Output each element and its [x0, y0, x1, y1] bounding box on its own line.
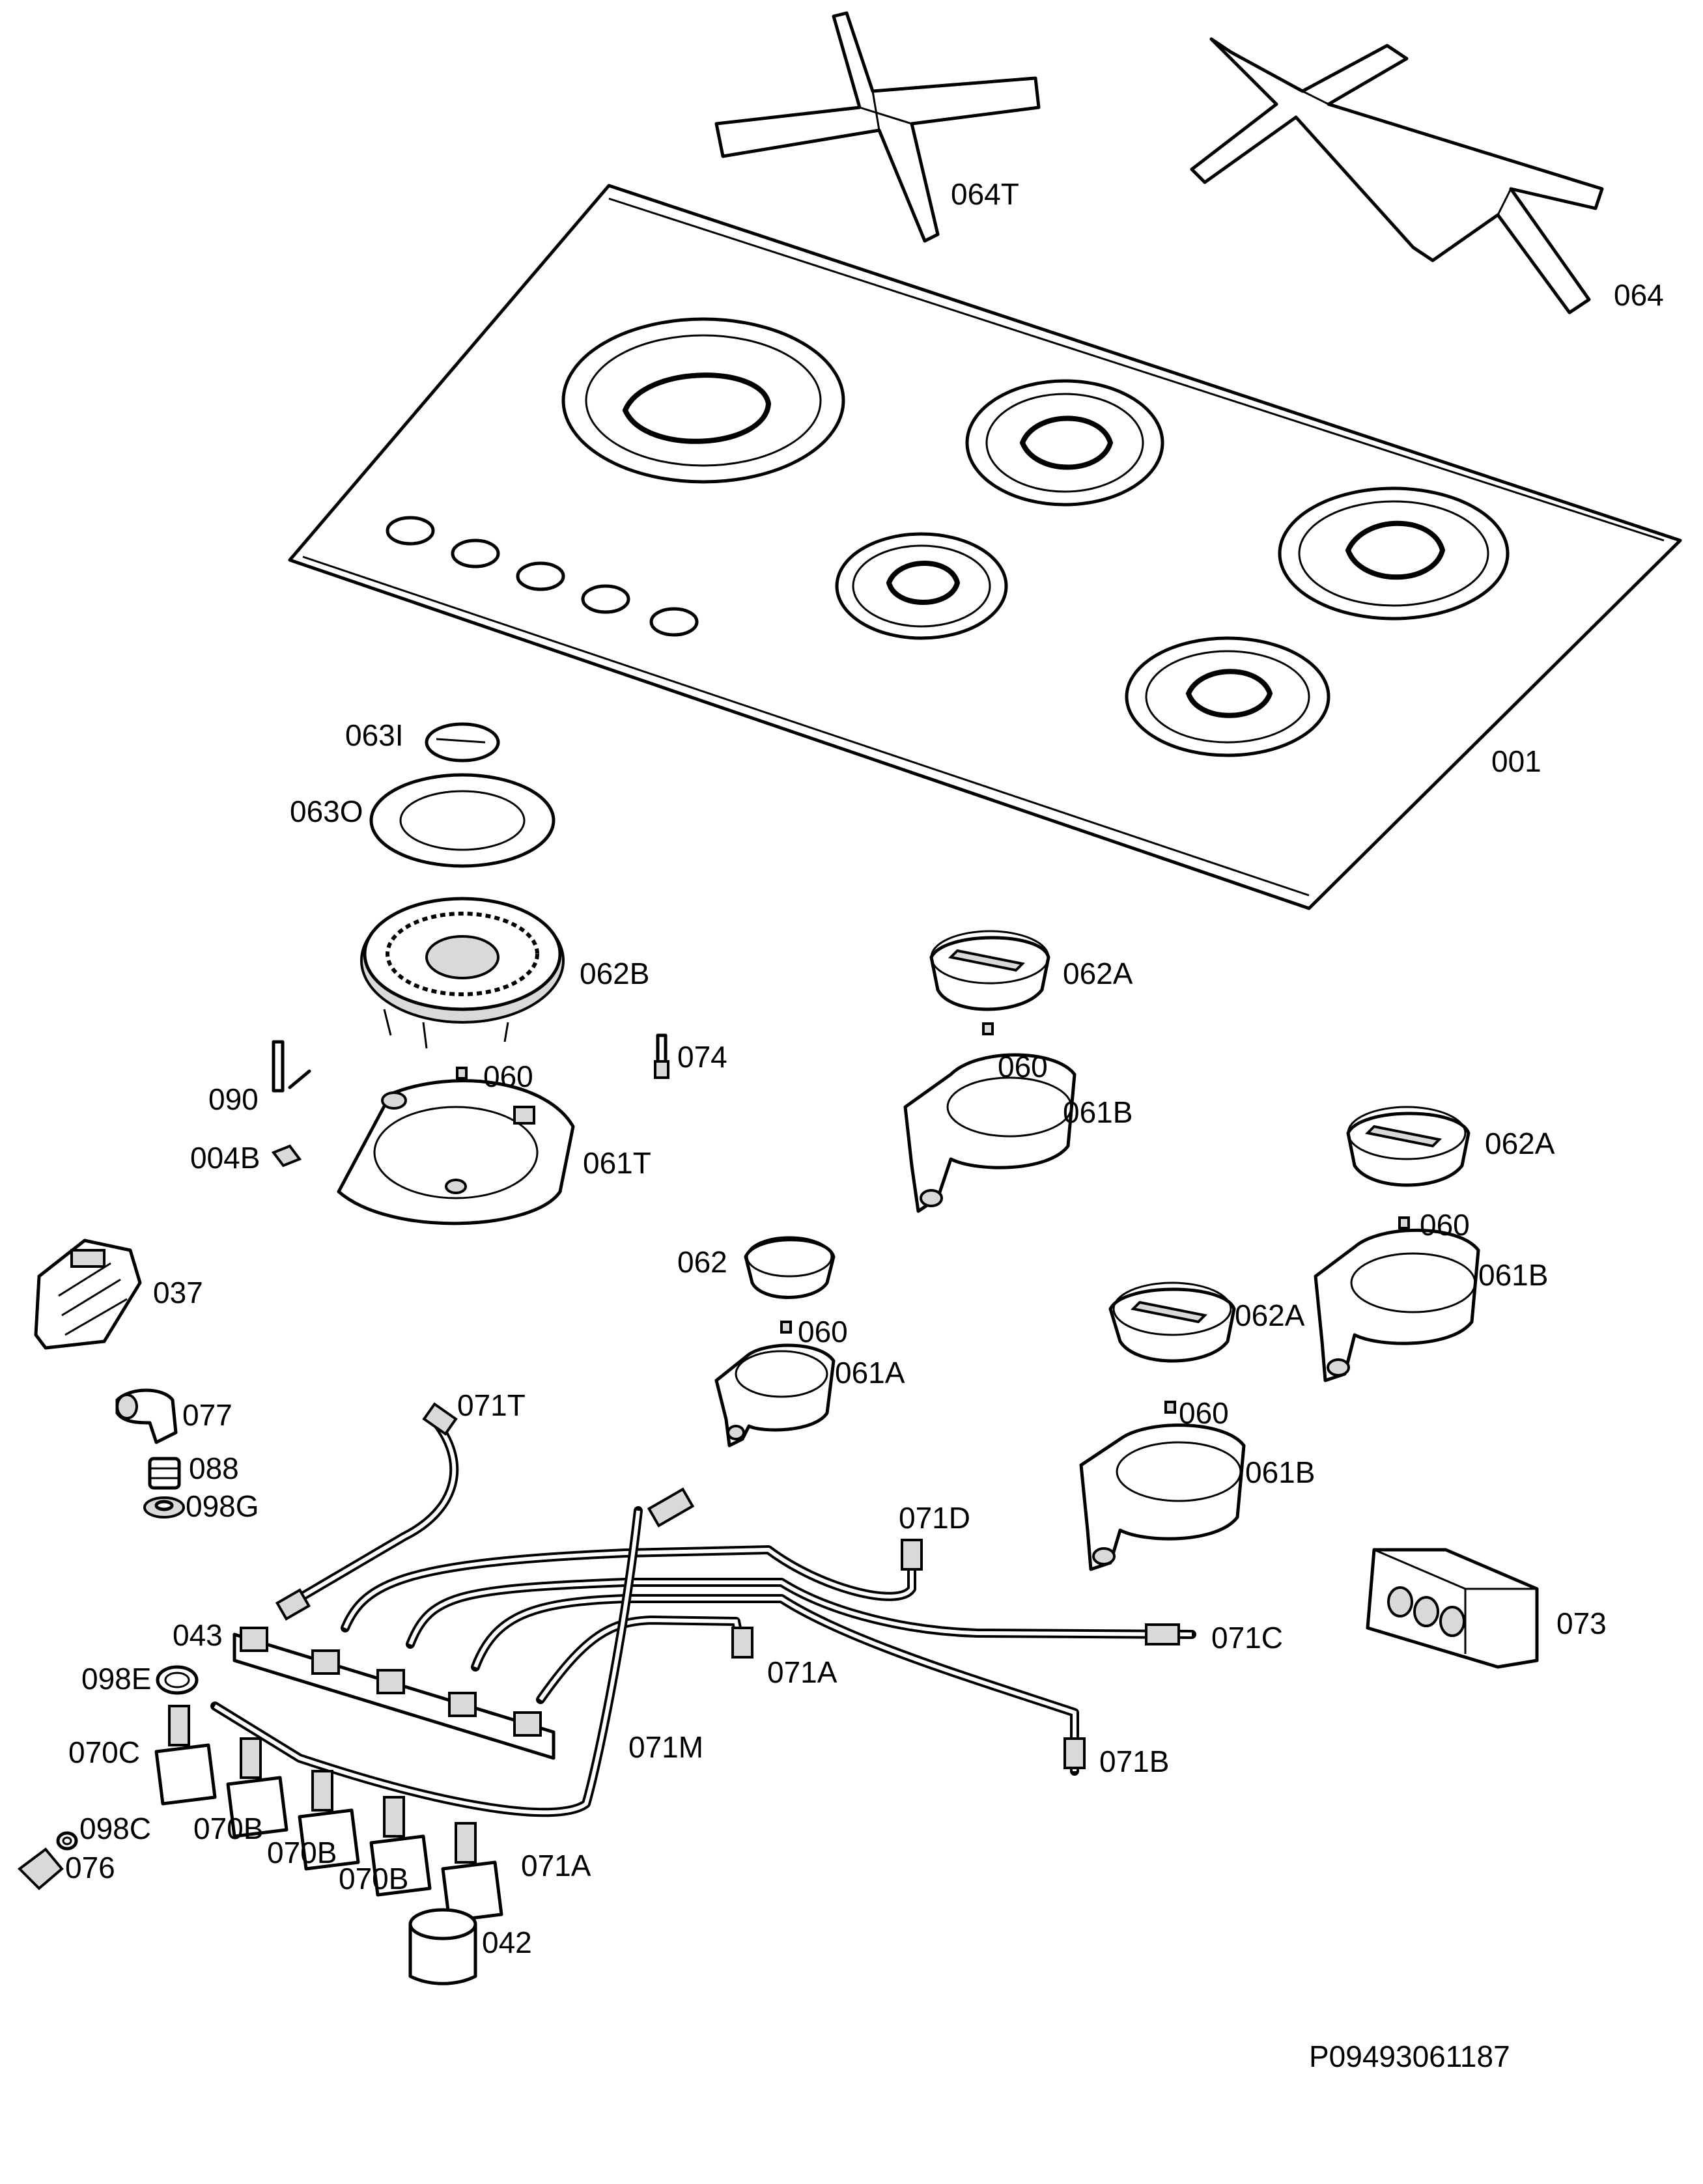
label-062A-rear: 062A — [1063, 957, 1133, 990]
label-064: 064 — [1614, 278, 1664, 312]
label-090: 090 — [208, 1082, 259, 1116]
burner-base-061B-right — [1314, 1228, 1480, 1382]
gas-tap-070B-3 — [369, 1796, 432, 1897]
label-060-small: 060 — [798, 1315, 848, 1349]
label-070C: 070C — [68, 1735, 140, 1769]
label-071M: 071M — [628, 1730, 704, 1764]
label-043: 043 — [173, 1618, 223, 1652]
thermocouple-074 — [654, 1033, 669, 1079]
injector-060-rear — [982, 1022, 994, 1035]
label-070B-3: 070B — [339, 1862, 409, 1896]
burner-crown-062A-right — [1346, 1106, 1471, 1187]
burner-ring-063O — [369, 773, 556, 868]
knob-042 — [408, 1908, 477, 1985]
elbow-077 — [115, 1388, 178, 1444]
pipe-071M — [210, 1487, 695, 1817]
pan-support-064T — [714, 11, 1041, 243]
label-098C: 098C — [79, 1812, 151, 1845]
injector-060-large — [456, 1067, 468, 1080]
label-088: 088 — [189, 1451, 239, 1485]
washer-098E — [156, 1665, 199, 1695]
label-070B-2: 070B — [267, 1836, 337, 1869]
label-073: 073 — [1556, 1606, 1607, 1640]
label-037: 037 — [153, 1276, 203, 1309]
label-071A-valve: 071A — [521, 1849, 591, 1883]
label-098G: 098G — [186, 1489, 259, 1523]
washer-098G — [143, 1496, 185, 1519]
burner-cap-063I — [425, 722, 500, 763]
label-063I: 063I — [345, 718, 404, 752]
gas-tap-070B-2 — [298, 1770, 360, 1871]
clip-004B — [271, 1144, 302, 1168]
knob-holes — [386, 516, 699, 637]
pan-support-064 — [1190, 37, 1604, 315]
burner-crown-062B — [360, 897, 565, 1049]
label-060-front: 060 — [1179, 1396, 1229, 1430]
document-id: P09493061187 — [1309, 2039, 1510, 2073]
burner-cutout-front-left — [835, 532, 1008, 640]
manifold-043 — [232, 1627, 556, 1760]
gas-tap-070B-1 — [226, 1737, 289, 1838]
label-061A: 061A — [835, 1356, 905, 1390]
burner-cutout-rear — [965, 379, 1164, 507]
label-064T: 064T — [951, 177, 1019, 211]
ignition-generator-073 — [1366, 1548, 1539, 1669]
label-004B: 004B — [190, 1141, 260, 1175]
label-060-rear: 060 — [998, 1050, 1048, 1084]
pipe-071D — [341, 1539, 923, 1632]
clip-076 — [17, 1847, 64, 1890]
label-062B: 062B — [580, 957, 650, 990]
label-071C: 071C — [1211, 1621, 1283, 1655]
pipe-071T — [275, 1402, 459, 1621]
label-062A-front: 062A — [1235, 1298, 1305, 1332]
washer-098C — [56, 1831, 78, 1851]
label-071A-pipe: 071A — [767, 1655, 837, 1689]
label-063O: 063O — [290, 794, 363, 828]
nut-088 — [148, 1457, 181, 1490]
label-070B-1: 070B — [193, 1812, 264, 1845]
burner-crown-062 — [744, 1236, 836, 1299]
electrode-090 — [272, 1040, 311, 1093]
label-076: 076 — [65, 1851, 115, 1884]
label-042: 042 — [482, 1925, 532, 1959]
injector-060-front — [1164, 1401, 1176, 1414]
burner-crown-062A-front — [1108, 1281, 1236, 1363]
burner-cutout-large — [561, 317, 845, 484]
label-077: 077 — [182, 1398, 232, 1432]
burner-base-061B-front — [1079, 1423, 1246, 1571]
burner-cutout-front-right — [1125, 636, 1330, 757]
label-060-large: 060 — [483, 1059, 533, 1093]
pipe-071B — [471, 1594, 1086, 1776]
injector-060-right — [1398, 1216, 1410, 1229]
label-071B: 071B — [1099, 1744, 1170, 1778]
gas-tap-070C — [154, 1705, 217, 1806]
burner-base-061A — [714, 1343, 836, 1448]
label-060-right: 060 — [1420, 1208, 1470, 1242]
label-071T: 071T — [457, 1388, 526, 1422]
label-098E: 098E — [81, 1662, 152, 1696]
label-074: 074 — [677, 1040, 727, 1074]
label-071D: 071D — [899, 1501, 970, 1535]
label-061B-front: 061B — [1245, 1455, 1316, 1489]
label-001: 001 — [1491, 744, 1541, 778]
burner-cutout-right — [1278, 486, 1510, 621]
burner-base-061T — [337, 1079, 575, 1225]
injector-060-small — [780, 1321, 792, 1334]
label-061T: 061T — [583, 1146, 651, 1180]
label-061B-rear: 061B — [1063, 1095, 1133, 1129]
burner-crown-062A-rear — [929, 930, 1050, 1011]
label-062A-right: 062A — [1485, 1127, 1555, 1160]
pipe-071A — [536, 1616, 753, 1704]
burner-base-061B-rear — [903, 1053, 1077, 1213]
label-061B-right: 061B — [1478, 1258, 1549, 1292]
terminal-block-037 — [34, 1239, 142, 1350]
gas-tap-071A-valve — [441, 1822, 503, 1923]
label-062: 062 — [677, 1245, 727, 1279]
